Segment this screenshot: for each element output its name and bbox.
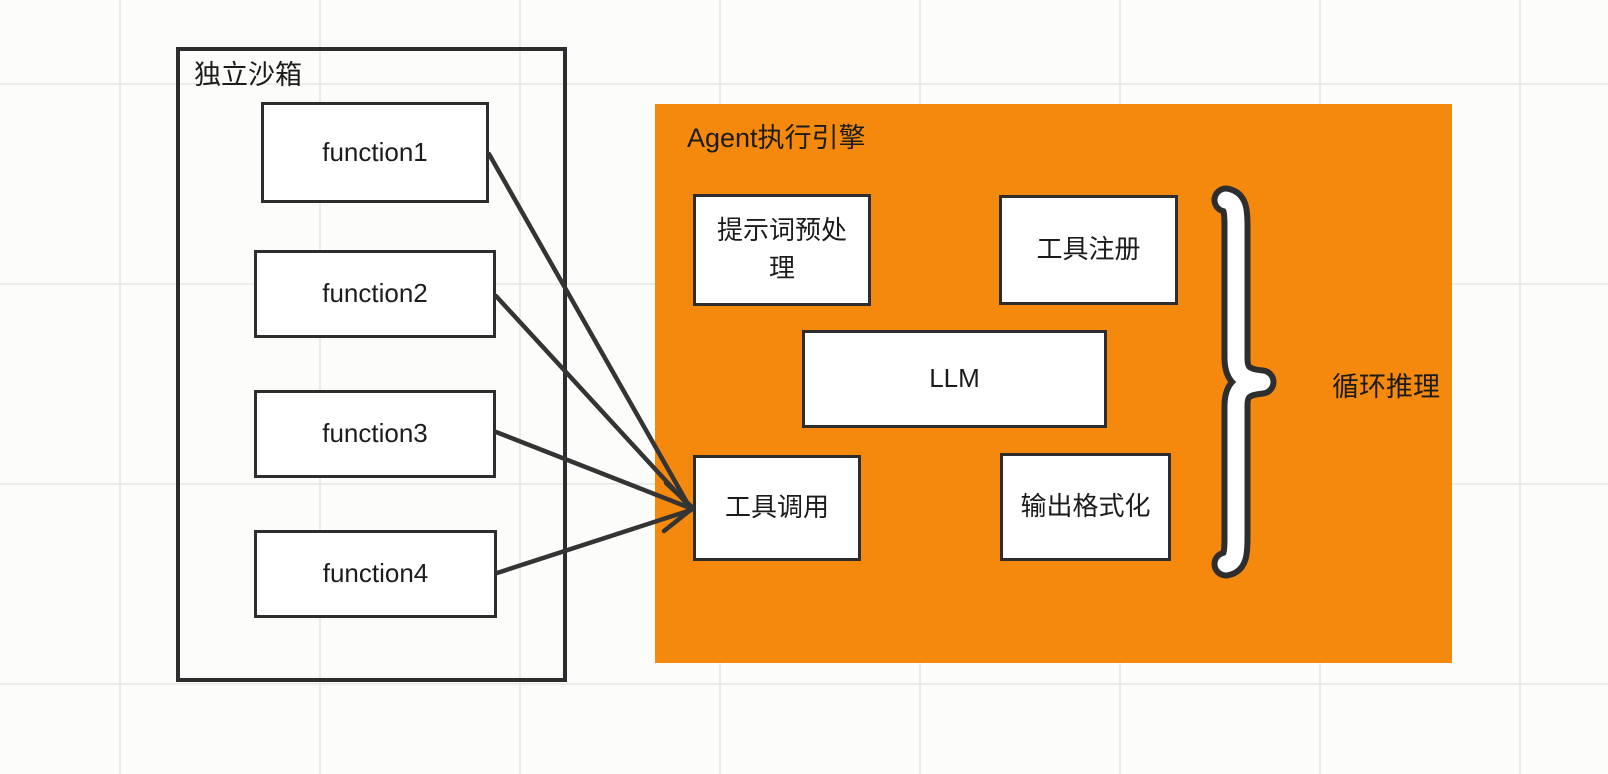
node-output-format: 输出格式化 (1000, 453, 1171, 561)
node-function4-label: function4 (322, 558, 429, 589)
node-tool-invoke-label: 工具调用 (724, 492, 829, 523)
node-function1: function1 (261, 102, 489, 203)
node-tool-invoke: 工具调用 (693, 455, 861, 561)
node-llm: LLM (802, 330, 1107, 428)
loop-reasoning-label: 循环推理 (1332, 372, 1440, 402)
node-tool-register: 工具注册 (999, 195, 1178, 305)
node-tool-register-label: 工具注册 (1036, 234, 1141, 265)
node-function1-label: function1 (322, 136, 428, 167)
node-prompt-preprocess: 提示词预处理 (693, 194, 871, 306)
node-function4: function4 (254, 530, 497, 618)
agent-engine-title: Agent执行引擎 (687, 123, 866, 153)
sandbox-title: 独立沙箱 (194, 60, 302, 90)
node-function3-label: function3 (322, 418, 428, 449)
node-prompt-preprocess-label: 提示词预处理 (716, 215, 847, 283)
node-output-format-label: 输出格式化 (1020, 491, 1151, 522)
node-function2-label: function2 (322, 278, 428, 309)
node-function2: function2 (254, 250, 496, 338)
node-function3: function3 (254, 390, 496, 478)
node-llm-label: LLM (929, 363, 980, 394)
